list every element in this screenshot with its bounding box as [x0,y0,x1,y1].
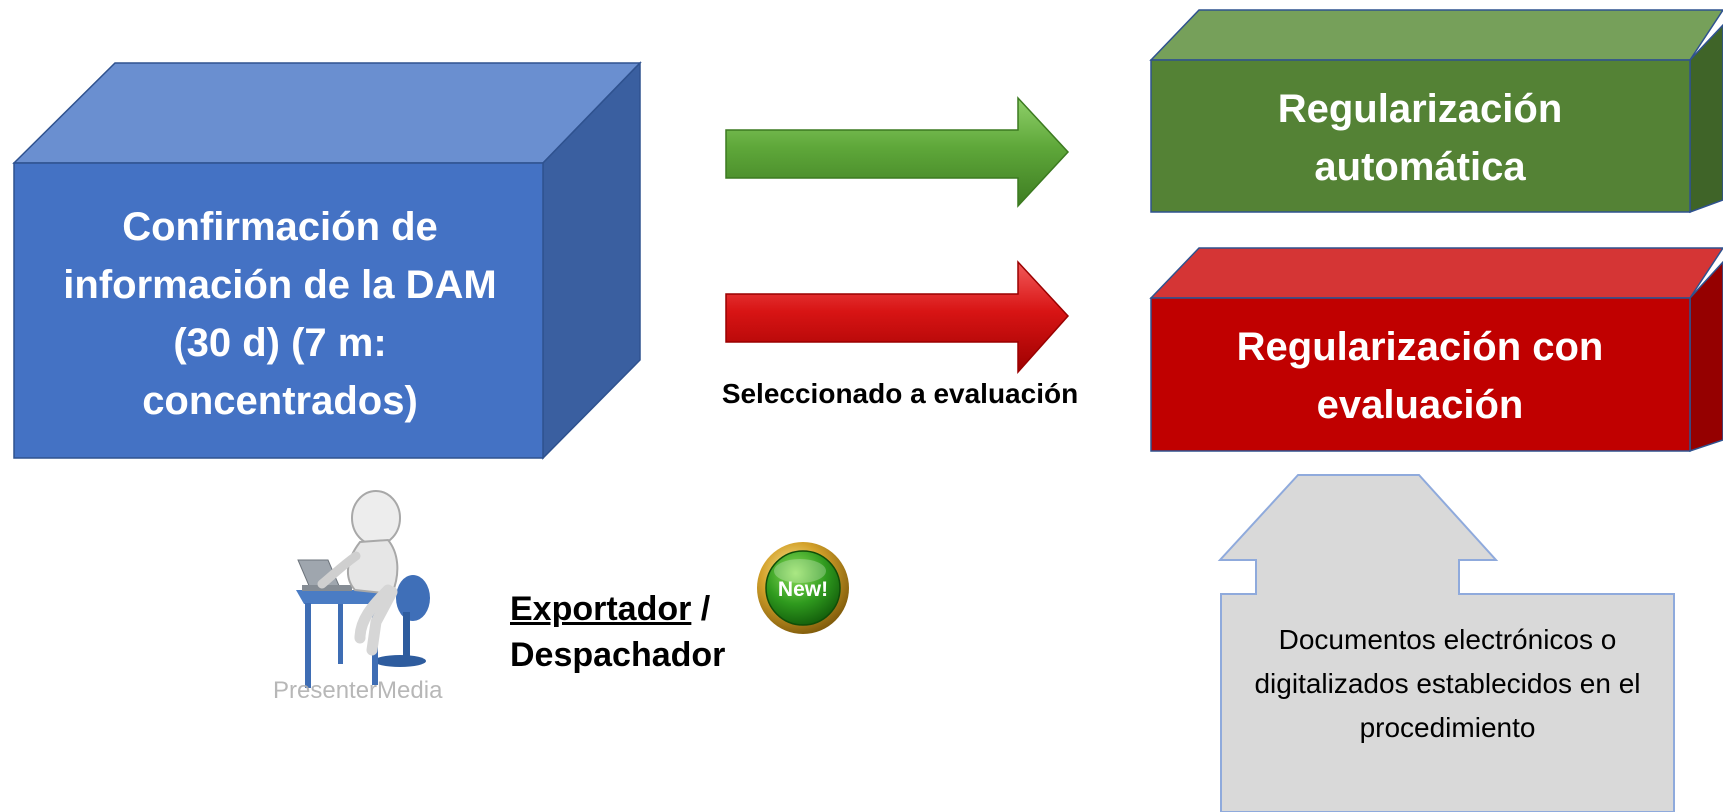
actor-role: Exportador / Despachador [510,586,770,678]
source-box-top [12,62,642,164]
red-arrow-caption: Seleccionado a evaluación [721,378,1079,409]
source-box [12,61,642,460]
arrow-up-icon [1217,474,1675,812]
new-badge-icon [757,542,849,634]
auto-box-label: Regularización automática [1277,87,1563,189]
role-secondary: Despachador [510,636,726,674]
new-badge-label: New! [778,578,828,601]
eval-box-top [1149,247,1723,299]
arrow-right-icon [725,260,1070,374]
callout-text: Documentos electrónicos o digitalizados … [1254,624,1641,743]
eval-box [1149,247,1723,453]
eval-box-label: Regularización con evaluación [1236,325,1604,427]
arrow-right-icon [725,96,1070,208]
auto-box-top [1149,9,1723,61]
eval-box-front [1150,297,1691,452]
presenter-watermark: PresenterMedia [273,677,443,704]
auto-box-front [1150,59,1691,213]
auto-box [1149,9,1723,214]
source-box-label: Confirmación de información de la DAM (3… [63,205,497,423]
person-at-laptop-icon [296,490,430,688]
role-separator: / [691,590,711,628]
source-box-front [13,162,544,459]
role-primary: Exportador [510,590,692,628]
